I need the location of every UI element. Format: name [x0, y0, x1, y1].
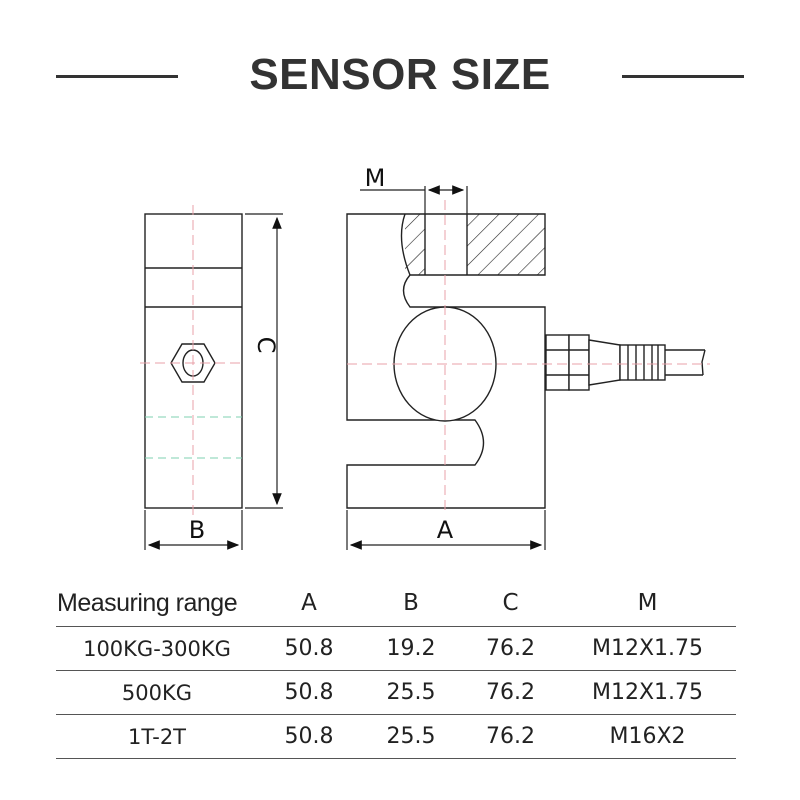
cell-m: M12X1.75 [559, 670, 736, 715]
cell-b: 25.5 [360, 714, 462, 759]
title-rule-right [622, 75, 744, 78]
header-a: A [258, 580, 360, 627]
cell-range: 500KG [56, 670, 258, 715]
table-row: 500KG 50.8 25.5 76.2 M12X1.75 [56, 670, 736, 715]
dimension-b [144, 510, 243, 550]
side-view [140, 205, 245, 515]
page-title: SENSOR SIZE [249, 50, 551, 99]
dimension-c [245, 213, 283, 509]
dimension-m [360, 185, 468, 214]
sensor-drawing: C B [140, 164, 710, 550]
cell-range: 100KG-300KG [56, 626, 258, 671]
table-row: 1T-2T 50.8 25.5 76.2 M16X2 [56, 714, 736, 759]
cell-a: 50.8 [258, 670, 360, 715]
cell-a: 50.8 [258, 714, 360, 759]
cell-m: M12X1.75 [559, 626, 736, 671]
title-rule-left [56, 75, 178, 78]
table-row: 100KG-300KG 50.8 19.2 76.2 M12X1.75 [56, 626, 736, 671]
dimension-a [346, 510, 546, 550]
dimension-m-label: M [365, 164, 386, 192]
front-view [346, 200, 710, 515]
cell-c: 76.2 [462, 626, 559, 671]
cell-c: 76.2 [462, 714, 559, 759]
cell-b: 19.2 [360, 626, 462, 671]
cell-m: M16X2 [559, 714, 736, 759]
cable-connector [545, 334, 706, 391]
cell-a: 50.8 [258, 626, 360, 671]
dimension-b-label: B [189, 516, 205, 544]
header-m: M [559, 580, 736, 627]
size-table: Measuring range A B C M 100KG-300KG 50.8… [56, 580, 736, 759]
dimension-a-label: A [437, 516, 454, 544]
header-b: B [360, 580, 462, 627]
table-header-row: Measuring range A B C M [56, 580, 736, 627]
header-range: Measuring range [56, 580, 258, 627]
cell-range: 1T-2T [56, 714, 258, 759]
cell-c: 76.2 [462, 670, 559, 715]
cell-b: 25.5 [360, 670, 462, 715]
header-c: C [462, 580, 559, 627]
dimension-c-label: C [252, 337, 280, 354]
